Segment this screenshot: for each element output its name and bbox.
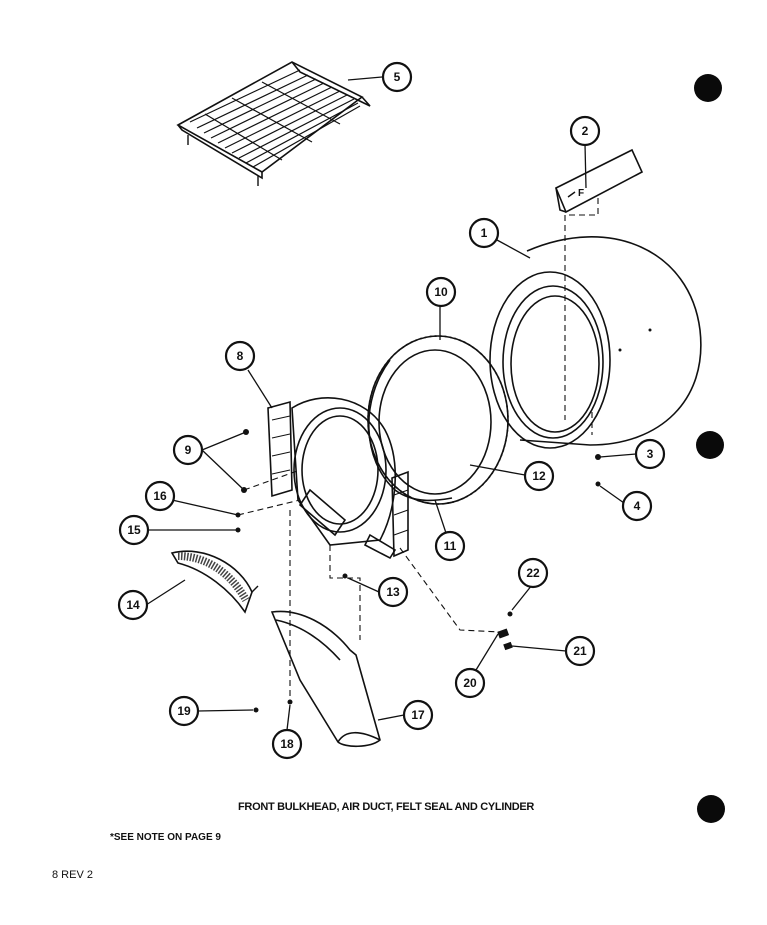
part-ring bbox=[368, 359, 453, 502]
svg-text:22: 22 bbox=[526, 566, 540, 580]
callout-17: 17 bbox=[402, 699, 434, 731]
page-number: 8 REV 2 bbox=[52, 869, 93, 881]
punch-hole-bottom bbox=[697, 795, 725, 823]
svg-text:4: 4 bbox=[634, 499, 641, 513]
svg-text:11: 11 bbox=[444, 539, 457, 553]
callout-4: 4 bbox=[621, 490, 653, 522]
part-lint-filter bbox=[170, 550, 259, 614]
svg-text:5: 5 bbox=[394, 70, 401, 84]
bracket-f-label: F bbox=[578, 188, 584, 199]
callout-21: 21 bbox=[564, 635, 596, 667]
callout-20: 20 bbox=[454, 667, 486, 699]
callout-13: 13 bbox=[377, 576, 409, 608]
svg-text:20: 20 bbox=[463, 676, 477, 690]
callout-3: 3 bbox=[634, 438, 666, 470]
callout-15: 15 bbox=[118, 514, 150, 546]
diagram-caption: FRONT BULKHEAD, AIR DUCT, FELT SEAL AND … bbox=[238, 801, 535, 813]
svg-text:1: 1 bbox=[481, 226, 488, 240]
callout-19: 19 bbox=[168, 695, 200, 727]
callout-1: 1 bbox=[468, 217, 500, 249]
callout-8: 8 bbox=[224, 340, 256, 372]
callout-14: 14 bbox=[117, 589, 149, 621]
svg-text:21: 21 bbox=[573, 644, 587, 658]
svg-text:15: 15 bbox=[127, 523, 141, 537]
alignment-lines bbox=[237, 198, 599, 700]
part-front-bulkhead bbox=[267, 397, 409, 560]
callout-2: 2 bbox=[569, 115, 601, 147]
svg-text:10: 10 bbox=[434, 285, 448, 299]
leader-lines bbox=[145, 76, 637, 731]
part-cylinder bbox=[489, 236, 702, 449]
part-rack bbox=[176, 61, 371, 186]
svg-text:18: 18 bbox=[280, 737, 294, 751]
punch-hole-top bbox=[694, 74, 722, 102]
callout-11: 11 bbox=[434, 530, 466, 562]
callout-16: 16 bbox=[144, 480, 176, 512]
part-bracket-f: F bbox=[554, 148, 644, 214]
callout-10: 10 bbox=[425, 276, 457, 308]
svg-text:19: 19 bbox=[177, 704, 191, 718]
svg-text:17: 17 bbox=[411, 708, 425, 722]
svg-text:8: 8 bbox=[237, 349, 244, 363]
callout-12: 12 bbox=[523, 460, 555, 492]
callout-5: 5 bbox=[381, 61, 413, 93]
part-air-duct bbox=[270, 610, 381, 748]
svg-text:13: 13 bbox=[386, 585, 400, 599]
callout-9: 9 bbox=[172, 434, 204, 466]
callout-18: 18 bbox=[271, 728, 303, 760]
svg-text:3: 3 bbox=[647, 447, 654, 461]
svg-text:16: 16 bbox=[153, 489, 167, 503]
callout-22: 22 bbox=[517, 557, 549, 589]
svg-text:12: 12 bbox=[532, 469, 546, 483]
svg-text:9: 9 bbox=[185, 443, 192, 457]
footnote: *SEE NOTE ON PAGE 9 bbox=[110, 832, 221, 843]
punch-hole-middle bbox=[696, 431, 724, 459]
svg-text:14: 14 bbox=[126, 598, 140, 612]
svg-text:2: 2 bbox=[582, 124, 589, 138]
